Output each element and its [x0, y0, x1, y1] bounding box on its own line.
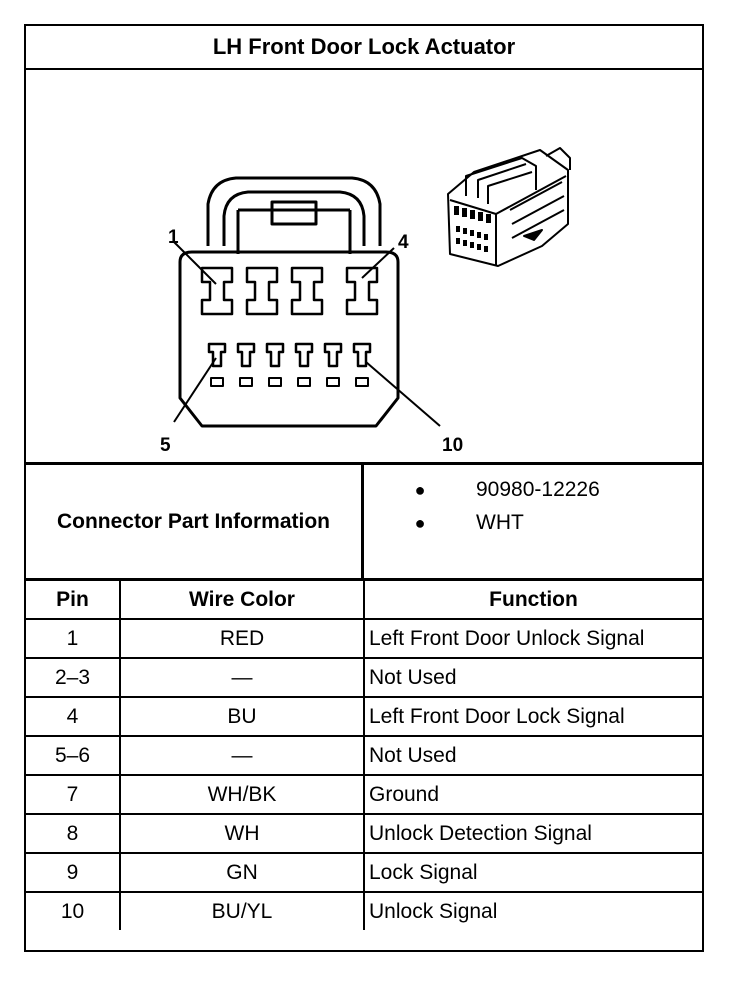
table-row: 7 WH/BK Ground	[26, 774, 702, 815]
table-row: 4 BU Left Front Door Lock Signal	[26, 696, 702, 737]
table-row: 10 BU/YL Unlock Signal	[26, 891, 702, 930]
wire-color-cell: RED	[119, 618, 365, 659]
connector-part-information: Connector Part Information ● 90980-12226…	[26, 465, 702, 581]
wire-color-cell: WH/BK	[119, 774, 365, 815]
wire-color-cell: —	[119, 735, 365, 776]
connector-diagram: 1 4 5 10	[160, 147, 571, 456]
callout-4: 4	[398, 232, 409, 253]
header-pin: Pin	[26, 581, 121, 620]
function-cell: Left Front Door Lock Signal	[363, 696, 702, 737]
table-row: 5–6 — Not Used	[26, 735, 702, 776]
wire-color-cell: BU/YL	[119, 891, 365, 930]
function-cell: Not Used	[363, 657, 702, 698]
connector-info-label: Connector Part Information	[26, 465, 364, 578]
table-row: 2–3 — Not Used	[26, 657, 702, 698]
pin-cell: 5–6	[26, 735, 121, 776]
callout-5: 5	[160, 435, 171, 456]
function-cell: Unlock Detection Signal	[363, 813, 702, 854]
wire-color-cell: —	[119, 657, 365, 698]
table-row: 9 GN Lock Signal	[26, 852, 702, 893]
bullet-icon: ●	[414, 513, 426, 533]
function-cell: Unlock Signal	[363, 891, 702, 930]
header-wire-color: Wire Color	[119, 581, 365, 620]
table-row: 8 WH Unlock Detection Signal	[26, 813, 702, 854]
table-row: 1 RED Left Front Door Unlock Signal	[26, 618, 702, 659]
callout-1: 1	[168, 227, 179, 248]
connector-info-list: ● 90980-12226 ● WHT	[364, 465, 702, 578]
connector-figure: 1 4 5 10	[26, 70, 702, 465]
function-cell: Ground	[363, 774, 702, 815]
pin-cell: 9	[26, 852, 121, 893]
connector-face-icon	[173, 176, 441, 428]
pin-table-header: Pin Wire Color Function	[26, 581, 702, 620]
connector-housing-icon	[447, 147, 571, 267]
header-function: Function	[363, 581, 702, 620]
pin-cell: 1	[26, 618, 121, 659]
wire-color-cell: WH	[119, 813, 365, 854]
bullet-icon: ●	[414, 480, 426, 500]
part-number-item: ● 90980-12226	[364, 475, 600, 505]
function-cell: Not Used	[363, 735, 702, 776]
function-cell: Lock Signal	[363, 852, 702, 893]
callout-10: 10	[442, 435, 463, 456]
part-number: 90980-12226	[476, 478, 600, 501]
pin-cell: 4	[26, 696, 121, 737]
wire-color-cell: BU	[119, 696, 365, 737]
function-cell: Left Front Door Unlock Signal	[363, 618, 702, 659]
connector-color: WHT	[476, 511, 524, 534]
pin-cell: 8	[26, 813, 121, 854]
callout-labels: 1 4 5 10	[160, 227, 463, 456]
page-title: LH Front Door Lock Actuator	[26, 26, 702, 70]
pin-table: Pin Wire Color Function 1 RED Left Front…	[26, 581, 702, 930]
pin-cell: 7	[26, 774, 121, 815]
pin-cell: 2–3	[26, 657, 121, 698]
pin-cell: 10	[26, 891, 121, 930]
wire-color-cell: GN	[119, 852, 365, 893]
connector-sheet: LH Front Door Lock Actuator	[24, 24, 704, 952]
connector-color-item: ● WHT	[364, 508, 524, 538]
